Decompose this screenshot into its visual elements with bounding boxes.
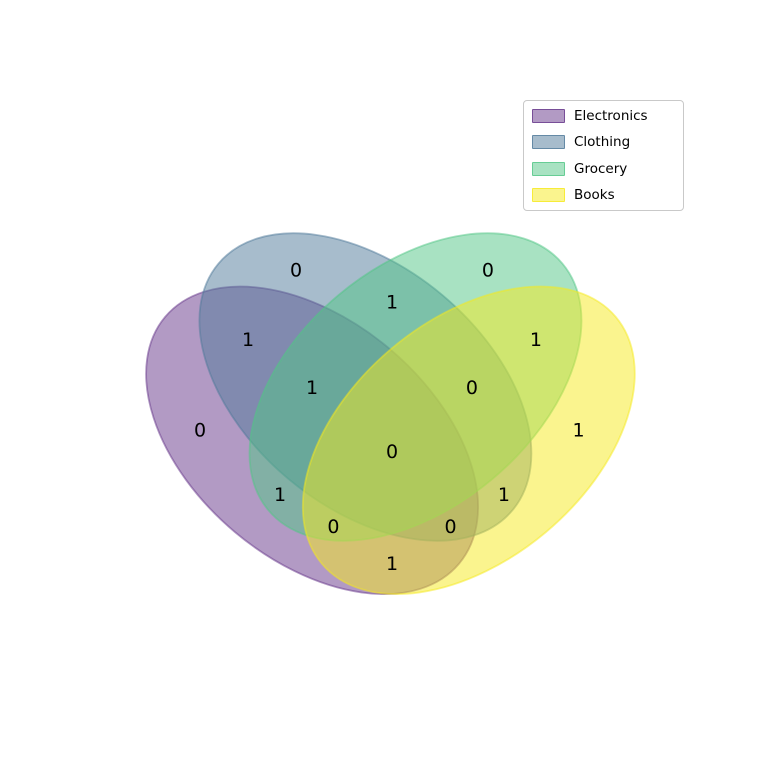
legend-item-books: Books — [532, 186, 675, 204]
legend-label: Electronics — [574, 108, 648, 124]
region-count-1100: 1 — [242, 329, 254, 351]
region-count-0111: 0 — [466, 377, 478, 399]
venn-ellipse-books — [301, 285, 636, 595]
region-count-1110: 1 — [306, 377, 318, 399]
region-count-0011: 1 — [530, 329, 542, 351]
legend-swatch-icon — [532, 187, 565, 202]
region-count-1101: 0 — [445, 516, 457, 538]
legend-swatch-icon — [532, 161, 565, 176]
region-count-1001: 1 — [386, 553, 398, 575]
legend-swatch-icon — [532, 135, 565, 150]
legend-label: Clothing — [574, 134, 631, 151]
region-count-0101: 1 — [498, 484, 510, 506]
region-count-1010: 1 — [274, 484, 286, 506]
region-count-1000: 0 — [194, 420, 206, 442]
region-count-0110: 1 — [386, 292, 398, 314]
legend-label: Grocery — [574, 160, 628, 177]
region-count-0010: 0 — [482, 260, 494, 282]
legend-item-clothing: Clothing — [532, 133, 675, 151]
legend-swatch-icon — [532, 109, 565, 123]
legend-label: Books — [574, 186, 615, 203]
region-count-1111: 0 — [386, 441, 398, 463]
legend-item-electronics: Electronics — [532, 107, 675, 125]
legend-item-grocery: Grocery — [532, 160, 675, 178]
region-count-0100: 0 — [290, 260, 302, 282]
region-count-0001: 1 — [572, 420, 584, 442]
region-count-1011: 0 — [327, 516, 339, 538]
